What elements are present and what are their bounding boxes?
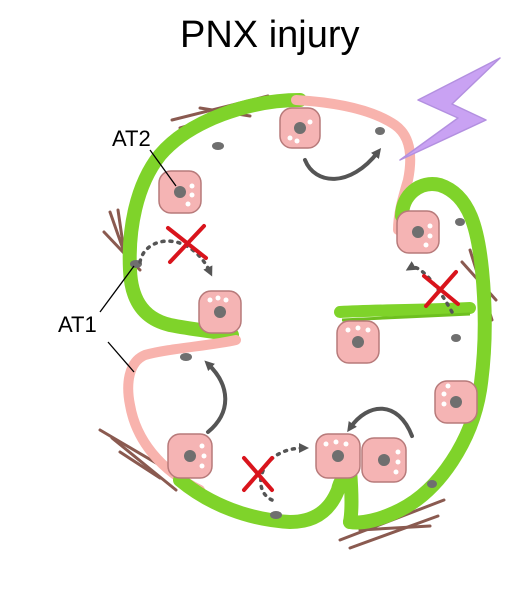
at2-cell-center	[336, 320, 380, 364]
lightning-bolt-icon	[399, 57, 501, 161]
at2-cells	[158, 107, 478, 483]
label-pointers	[99, 149, 177, 373]
at2-cell-top	[279, 107, 321, 149]
curved-arrow-icon	[204, 148, 414, 438]
at2-cell-right-lower	[434, 380, 478, 424]
at2-cell-bottom-left	[167, 433, 213, 479]
label-at1: AT1	[58, 312, 97, 337]
at2-cell-upper-left	[158, 170, 202, 214]
at2-cell-dividing-right	[361, 437, 407, 483]
at1-wall-upper-left	[122, 93, 307, 342]
at1-wall-pink-left	[123, 335, 241, 495]
at2-cell-dividing-left	[315, 433, 361, 479]
at2-cell-mid-left	[198, 290, 242, 334]
at1-wall-bottom	[173, 454, 359, 530]
at1-wall-right	[343, 177, 492, 530]
at2-cell-right-upper	[396, 210, 440, 254]
septum-right	[334, 302, 476, 318]
page-title: PNX injury	[180, 14, 360, 56]
at1-nuclei	[130, 127, 465, 519]
label-at2: AT2	[112, 126, 151, 151]
x-block-icon	[166, 224, 460, 492]
